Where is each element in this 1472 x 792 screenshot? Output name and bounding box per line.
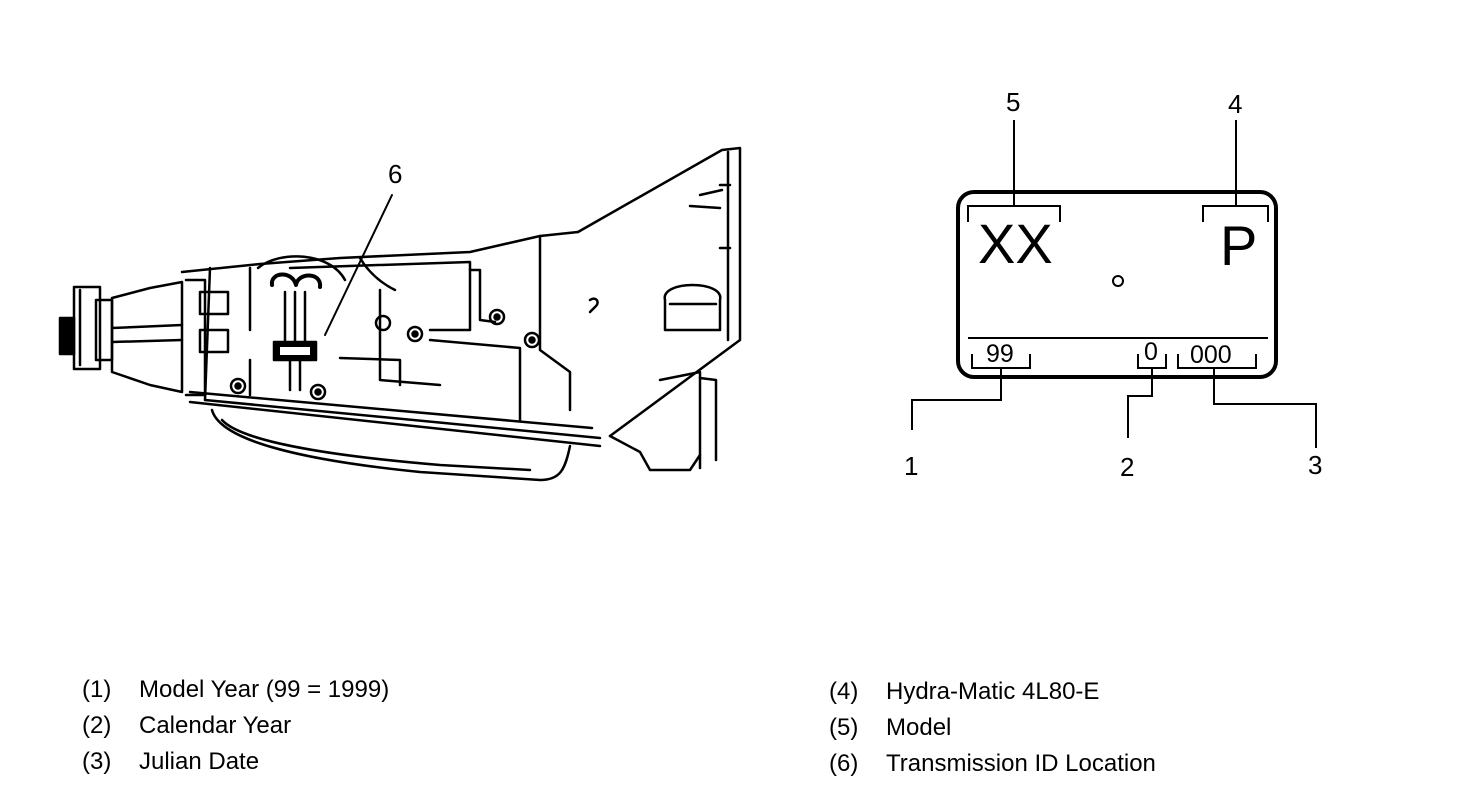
leader-line-1: [911, 368, 1002, 430]
output-shaft: [58, 285, 114, 371]
bell-housing: [538, 146, 742, 472]
legend-text: Calendar Year: [139, 712, 292, 739]
legend-text: Model Year (99 = 1999): [139, 676, 390, 703]
legend-text: Hydra-Matic 4L80-E: [886, 678, 1100, 705]
callout-4: 4: [1228, 89, 1242, 119]
legend-number: (5): [829, 714, 859, 741]
callout-5: 5: [1006, 87, 1020, 117]
case-bolts: [229, 308, 541, 401]
legend-item-2: (2) Calendar Year: [82, 708, 389, 744]
legend-text: Model: [886, 714, 952, 741]
plate-model-year-code: 99: [986, 340, 1014, 368]
oil-pan: [210, 408, 572, 482]
leader-line-3: [1213, 368, 1317, 448]
legend-number: (3): [82, 748, 112, 775]
callout-6: 6: [388, 159, 402, 189]
id-plate: XX P 99 0 000: [956, 190, 1278, 379]
legend-item-4: (4) Hydra-Matic 4L80-E: [829, 674, 1156, 710]
legend-item-5: (5) Model: [829, 710, 1156, 746]
bracket-julian-date: [1177, 354, 1257, 369]
main-case: [180, 230, 602, 448]
callout-2: 2: [1120, 452, 1134, 482]
legend-left: (1) Model Year (99 = 1999) (2) Calendar …: [82, 672, 389, 780]
legend-number: (2): [82, 712, 112, 739]
plate-rivet: [1112, 275, 1124, 287]
plate-calendar-year-code: 0: [1144, 338, 1158, 366]
extension-housing: [110, 278, 230, 397]
legend-text: Julian Date: [139, 748, 260, 775]
legend-number: (6): [829, 750, 859, 777]
callout-1: 1: [904, 451, 918, 481]
legend-item-3: (3) Julian Date: [82, 744, 389, 780]
legend-number: (1): [82, 676, 112, 703]
id-tag-location: [269, 272, 322, 392]
plate-model-code: XX: [978, 212, 1053, 275]
legend-item-6: (6) Transmission ID Location: [829, 746, 1156, 782]
leader-line-6: [324, 194, 393, 336]
legend-text: Transmission ID Location: [886, 750, 1156, 777]
transmission-illustration: [58, 146, 742, 482]
plate-transmission-code: P: [1220, 214, 1257, 277]
leader-line-2: [1127, 368, 1153, 438]
plate-julian-date-code: 000: [1190, 341, 1232, 369]
legend-number: (4): [829, 678, 859, 705]
callout-3: 3: [1308, 450, 1322, 480]
legend-item-1: (1) Model Year (99 = 1999): [82, 672, 389, 708]
legend-right: (4) Hydra-Matic 4L80-E (5) Model (6) Tra…: [829, 674, 1156, 782]
plate-outline: [956, 190, 1278, 379]
